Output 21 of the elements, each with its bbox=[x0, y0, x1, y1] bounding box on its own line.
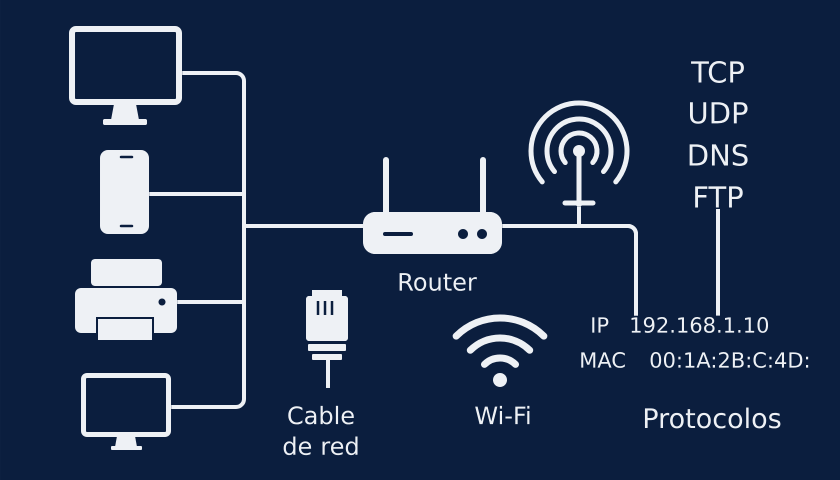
router-icon bbox=[363, 156, 502, 254]
icon-caption: Router bbox=[400, 273, 477, 291]
mac-address: 00:1A:2B:C:4D: bbox=[650, 352, 808, 368]
connector-line bbox=[577, 206, 638, 316]
icon-caption: Cable de red bbox=[284, 406, 358, 456]
protocol-name: DNS bbox=[690, 144, 748, 166]
printer-icon bbox=[75, 258, 177, 342]
antenna-tower-icon bbox=[528, 100, 630, 206]
network-plug-icon bbox=[306, 290, 348, 388]
protocol-name: FTP bbox=[695, 186, 743, 208]
connector-line bbox=[171, 224, 363, 409]
protocol-name: TCP bbox=[691, 61, 744, 83]
field-label: MAC bbox=[581, 352, 625, 368]
ip-address: 192.168.1.10 bbox=[632, 317, 768, 333]
wifi-icon bbox=[452, 314, 548, 387]
icon-caption: Wi-Fi bbox=[475, 406, 530, 424]
smartphone-icon bbox=[100, 150, 149, 234]
protocol-name: UDP bbox=[690, 102, 748, 124]
field-label: IP bbox=[592, 317, 608, 333]
caption: Protocolos bbox=[644, 408, 780, 428]
connector-line bbox=[716, 208, 720, 316]
